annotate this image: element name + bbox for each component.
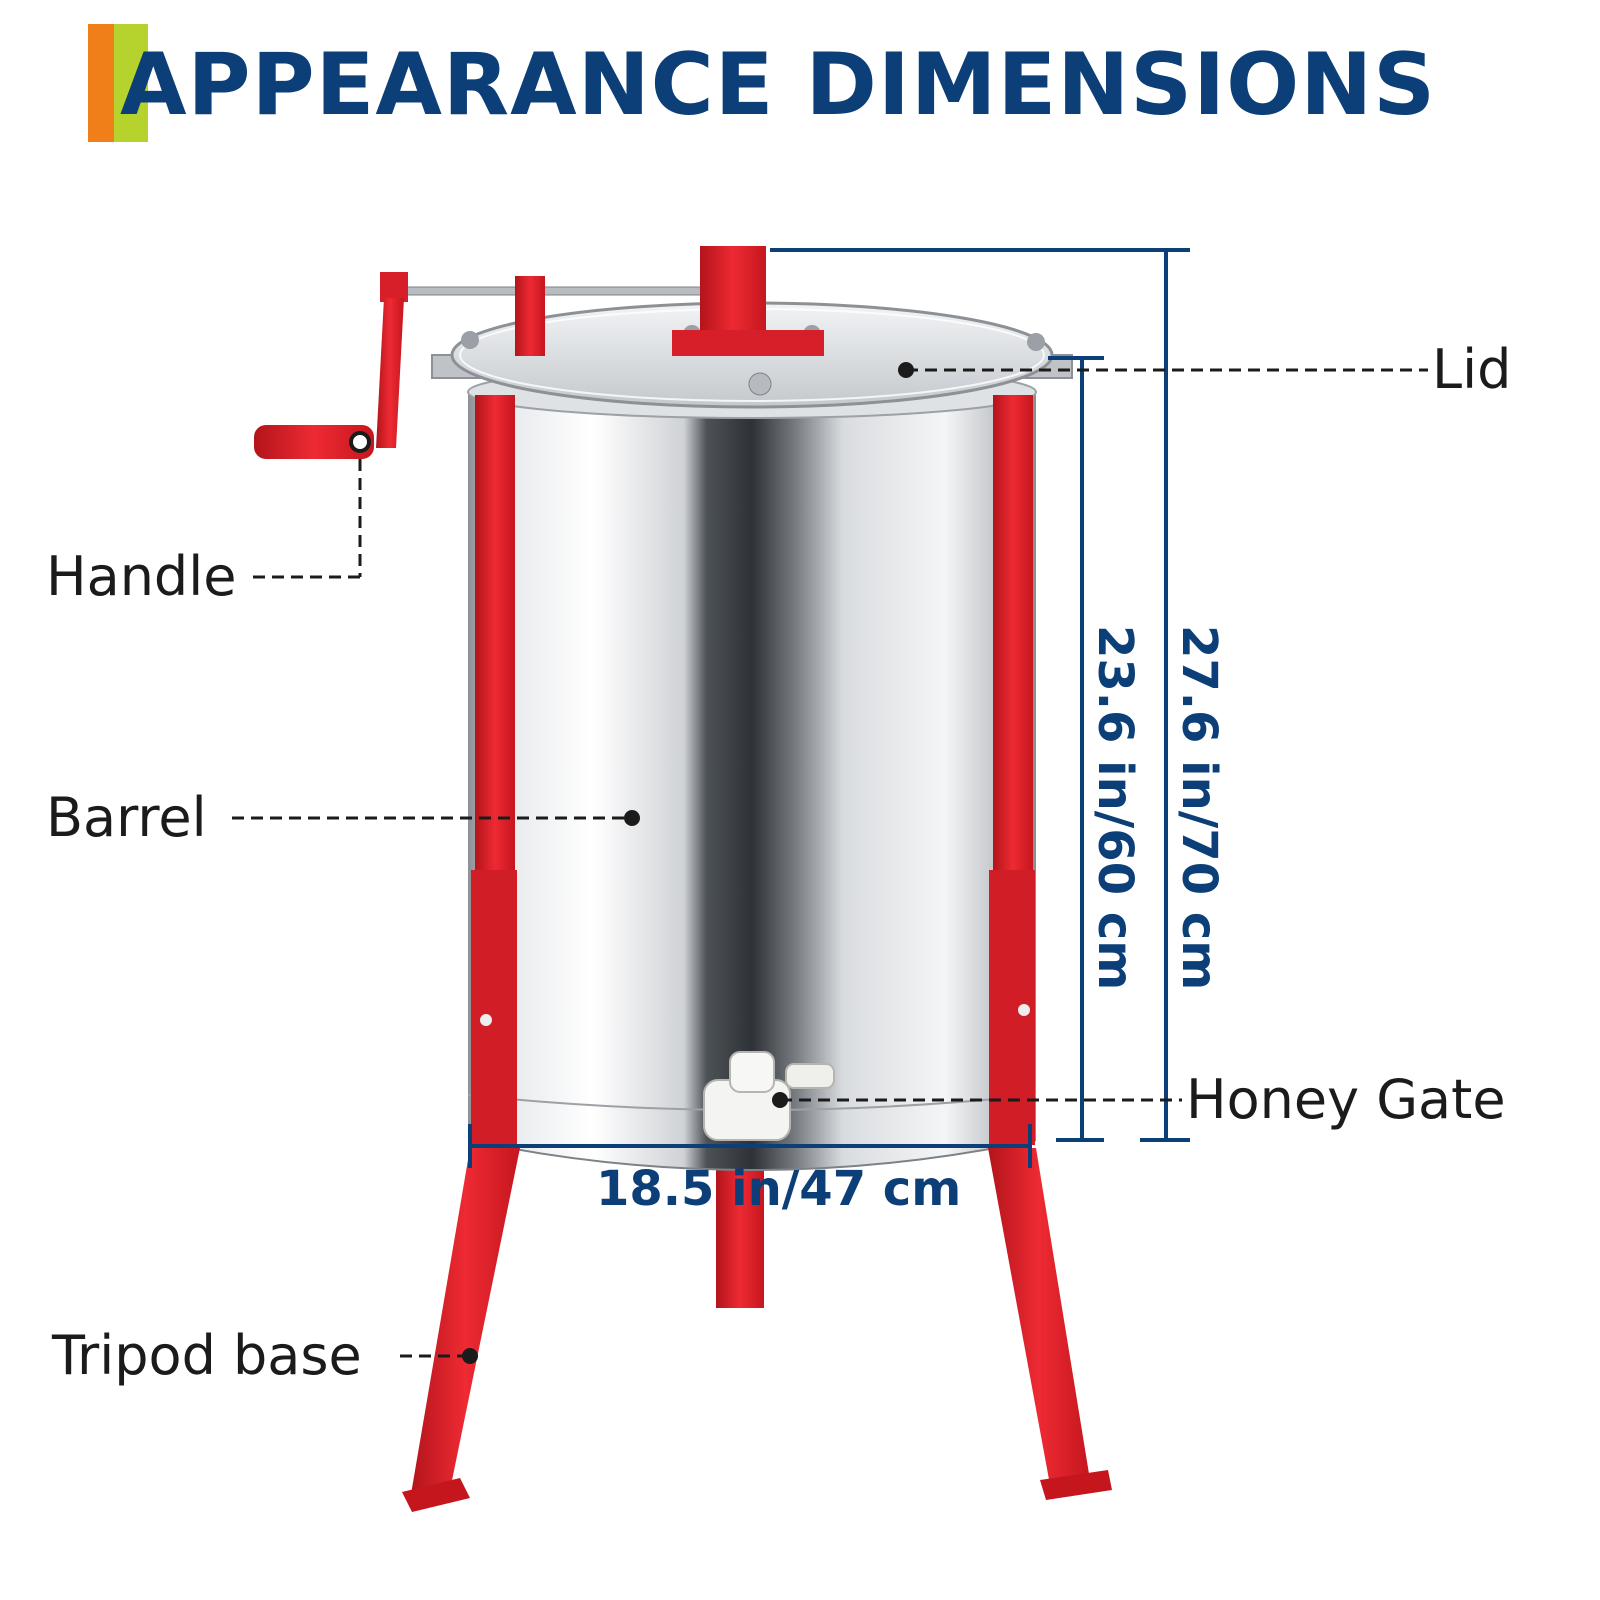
- barrel-marker-dot: [624, 810, 640, 826]
- crank-mechanism: [254, 246, 824, 459]
- accent-bar-lime: [114, 24, 148, 142]
- callout-dots: [349, 362, 914, 1364]
- handle-label: Handle: [46, 545, 237, 608]
- barrel-label: Barrel: [46, 786, 207, 849]
- page-title: APPEARANCE DIMENSIONS: [120, 35, 1437, 135]
- callout-leaders: [232, 368, 1428, 1358]
- barrel: [467, 365, 1037, 1171]
- accent-bar-orange: [88, 24, 114, 142]
- tripod-base-label: Tripod base: [52, 1324, 362, 1387]
- honey-gate-label: Honey Gate: [1186, 1068, 1506, 1131]
- honey-gate-marker-dot: [772, 1092, 788, 1108]
- diameter-dimension: 18.5 in/47 cm: [596, 1161, 962, 1217]
- tripod-base-marker-dot: [462, 1348, 478, 1364]
- title-block: APPEARANCE DIMENSIONS: [88, 24, 1548, 142]
- handle-marker-dot: [349, 431, 371, 453]
- lid-label: Lid: [1432, 338, 1512, 401]
- total-height-dimension: 27.6 in/70 cm: [1171, 625, 1227, 991]
- tripod-back-leg: [716, 1150, 764, 1308]
- lid-marker-dot: [898, 362, 914, 378]
- honey-gate-valve: [703, 1051, 835, 1141]
- barrel-height-dimension: 23.6 in/60 cm: [1087, 625, 1143, 991]
- tripod-front-legs: [402, 395, 1112, 1512]
- dimension-lines: [468, 248, 1190, 1168]
